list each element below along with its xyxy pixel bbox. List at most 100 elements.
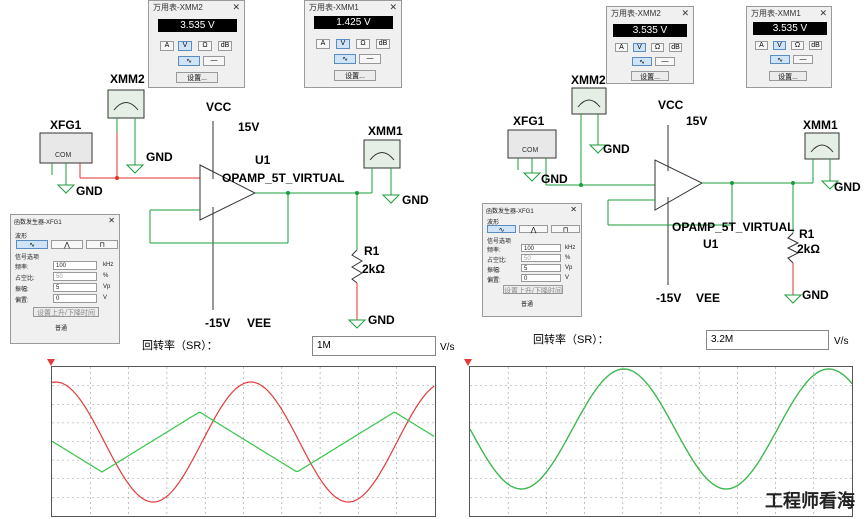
ammeter-button[interactable]: A bbox=[755, 41, 768, 50]
ac-button[interactable]: ∿ bbox=[770, 55, 790, 64]
resistor-symbol[interactable] bbox=[351, 249, 363, 284]
watermark: 工程师看海 bbox=[765, 491, 855, 511]
window-title: 万用表-XMM2 bbox=[611, 9, 661, 18]
duty-unit: % bbox=[565, 255, 571, 261]
opamp-label: OPAMP_5T_VIRTUAL bbox=[222, 171, 345, 185]
xmm2-label: XMM2 bbox=[110, 72, 145, 86]
dc-icon: — bbox=[366, 55, 374, 62]
reading-display: 3.535 V bbox=[158, 19, 237, 32]
settings-button[interactable]: 设置... bbox=[769, 71, 807, 81]
ohmmeter-button[interactable]: Ω bbox=[356, 39, 370, 49]
dc-button[interactable]: — bbox=[359, 54, 381, 64]
rise-fall-button[interactable]: 设置上升/下降时间 bbox=[503, 285, 563, 295]
xmm2-symbol[interactable] bbox=[107, 89, 145, 119]
settings-button[interactable]: 设置... bbox=[631, 71, 669, 81]
offset-input[interactable]: 0 bbox=[521, 274, 561, 282]
dc-button[interactable]: — bbox=[655, 57, 675, 66]
duty-input[interactable]: 50 bbox=[521, 254, 561, 262]
amp-label: 振幅: bbox=[487, 268, 501, 274]
square-icon: ⊓ bbox=[99, 242, 105, 249]
voltmeter-button[interactable]: V bbox=[633, 43, 646, 52]
ground-icon bbox=[381, 194, 401, 204]
db-button[interactable]: dB bbox=[376, 39, 390, 49]
sine-wave-button[interactable]: ∿ bbox=[16, 240, 48, 249]
db-button[interactable]: dB bbox=[809, 41, 822, 50]
square-wave-button[interactable]: ⊓ bbox=[86, 240, 118, 249]
window-title: 万用表-XMM1 bbox=[751, 9, 801, 18]
sr-input[interactable]: 1M bbox=[312, 336, 436, 356]
r1-label: R1 bbox=[799, 227, 815, 241]
ohmmeter-button[interactable]: Ω bbox=[791, 41, 804, 50]
freq-input[interactable]: 100 bbox=[53, 261, 97, 270]
ammeter-button[interactable]: A bbox=[160, 41, 174, 51]
xmm2-symbol[interactable] bbox=[571, 87, 607, 115]
ac-button[interactable]: ∿ bbox=[632, 57, 652, 66]
dc-button[interactable]: — bbox=[793, 55, 813, 64]
amp-input[interactable]: 5 bbox=[521, 264, 561, 272]
ac-button[interactable]: ∿ bbox=[334, 54, 356, 64]
ammeter-button[interactable]: A bbox=[316, 39, 330, 49]
xfg1-symbol[interactable] bbox=[39, 132, 93, 164]
freq-label: 频率: bbox=[487, 248, 501, 254]
opamp-symbol[interactable] bbox=[654, 159, 704, 211]
ohmmeter-button[interactable]: Ω bbox=[651, 43, 664, 52]
meter-icon bbox=[577, 99, 601, 108]
amp-input[interactable]: 5 bbox=[53, 283, 97, 292]
offset-input[interactable]: 0 bbox=[53, 294, 97, 303]
square-wave-button[interactable]: ⊓ bbox=[551, 225, 580, 234]
sine-icon: ∿ bbox=[498, 227, 505, 234]
xmm1-window: 万用表-XMM1 ✕ 3.535 V A V Ω dB ∿ — 设置... bbox=[746, 6, 832, 88]
db-button[interactable]: dB bbox=[218, 41, 232, 51]
input-trace bbox=[52, 381, 435, 503]
offset-unit: V bbox=[565, 275, 570, 281]
duty-input[interactable]: 50 bbox=[53, 272, 97, 281]
dc-button[interactable]: — bbox=[203, 56, 225, 66]
sr-input[interactable]: 3.2M bbox=[706, 330, 829, 350]
voltmeter-button[interactable]: V bbox=[336, 39, 350, 49]
gnd-label: GND bbox=[541, 172, 568, 186]
freq-input[interactable]: 100 bbox=[521, 244, 561, 252]
trigger-marker-icon bbox=[47, 359, 55, 366]
xmm2-window: 万用表-XMM2 ✕ 3.535 V A V Ω dB ∿ — 设置... bbox=[606, 6, 694, 84]
sine-icon: ∿ bbox=[186, 58, 192, 65]
ohmmeter-button[interactable]: Ω bbox=[198, 41, 212, 51]
square-icon: ⊓ bbox=[562, 227, 569, 234]
reading-display: 3.535 V bbox=[753, 22, 827, 35]
triangle-icon: ⋀ bbox=[64, 242, 70, 249]
db-button[interactable]: dB bbox=[669, 43, 682, 52]
close-icon[interactable]: ✕ bbox=[570, 205, 577, 214]
signal-options-label: 信号选项 bbox=[15, 255, 40, 261]
opamp-symbol[interactable] bbox=[199, 164, 257, 221]
xmm2-label: XMM2 bbox=[571, 73, 606, 87]
ammeter-button[interactable]: A bbox=[615, 43, 628, 52]
ground-icon bbox=[522, 172, 542, 182]
reading-display: 3.535 V bbox=[613, 24, 687, 37]
close-icon[interactable]: ✕ bbox=[819, 8, 827, 18]
close-icon[interactable]: ✕ bbox=[108, 216, 115, 225]
xfg1-symbol[interactable] bbox=[507, 129, 557, 159]
close-icon[interactable]: ✕ bbox=[389, 2, 397, 12]
vcc-label: VCC bbox=[658, 98, 684, 112]
voltmeter-button[interactable]: V bbox=[773, 41, 786, 50]
xmm1-symbol[interactable] bbox=[804, 132, 840, 160]
rise-fall-button[interactable]: 设置上升/下降时间 bbox=[33, 307, 99, 317]
sine-icon: ∿ bbox=[777, 57, 783, 64]
voltmeter-button[interactable]: V bbox=[178, 41, 192, 51]
gnd-label: GND bbox=[146, 150, 173, 164]
duty-unit: % bbox=[103, 273, 109, 279]
sine-icon: ∿ bbox=[29, 242, 35, 249]
settings-button[interactable]: 设置... bbox=[334, 70, 376, 81]
ac-button[interactable]: ∿ bbox=[178, 56, 200, 66]
close-icon[interactable]: ✕ bbox=[681, 8, 689, 18]
r1-value: 2kΩ bbox=[797, 242, 820, 256]
sr-unit: V/s bbox=[834, 336, 849, 347]
xmm1-symbol[interactable] bbox=[363, 139, 401, 169]
wave-label: 波形 bbox=[15, 234, 28, 240]
settings-button[interactable]: 设置... bbox=[176, 72, 218, 83]
sine-wave-button[interactable]: ∿ bbox=[487, 225, 516, 234]
amp-unit: Vp bbox=[103, 284, 111, 290]
triangle-wave-button[interactable]: ⋀ bbox=[519, 225, 548, 234]
close-icon[interactable]: ✕ bbox=[232, 2, 240, 12]
resistor-symbol[interactable] bbox=[786, 232, 800, 264]
triangle-wave-button[interactable]: ⋀ bbox=[51, 240, 83, 249]
